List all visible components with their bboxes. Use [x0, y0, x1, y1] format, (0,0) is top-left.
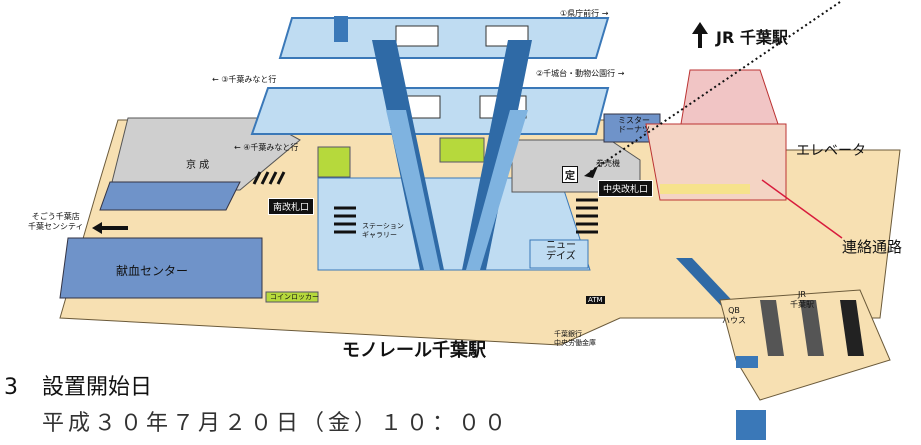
- blood-center-block: [59, 237, 263, 299]
- chiba-bank-label: 千葉銀行 中央労働金庫: [554, 330, 596, 347]
- south-gate-stripes: [334, 206, 356, 234]
- central-gate-label: 中央改札口: [598, 180, 654, 197]
- green-block-2: [439, 137, 485, 163]
- escalator-right: [462, 40, 532, 270]
- elevator-label: エレベータ: [796, 143, 866, 159]
- misuta-donut-label: ミスター ドーナツ: [618, 116, 650, 134]
- section-title: 設置開始日: [42, 375, 153, 400]
- connecting-passage-leader: [761, 179, 843, 239]
- up-arrow-icon: [692, 22, 708, 48]
- keisei-label: 京 成: [186, 160, 210, 171]
- sogo-label: そごう千葉店 千葉センシティ: [28, 212, 84, 231]
- platform-top: [278, 17, 610, 59]
- dotted-arrow: [589, 1, 841, 173]
- connecting-passage-label: 連絡通路: [842, 238, 903, 256]
- inner-floor: [317, 177, 591, 271]
- new-days-label: ニュー デイズ: [546, 240, 576, 262]
- blood-center-label: 献血センター: [116, 264, 189, 278]
- coin-locker-block: [265, 291, 319, 303]
- platform-1-label: ①県庁前行 →: [560, 9, 609, 18]
- platform-2-label: ②千城台・動物公園行 →: [536, 69, 625, 78]
- section-number: 3: [4, 375, 18, 400]
- ticket-machine-label: 券売機: [596, 159, 620, 168]
- central-gate-stripes: [576, 198, 598, 234]
- south-gate-label: 南改札口: [268, 198, 315, 215]
- teikiken-label: 定: [562, 166, 578, 183]
- atm-label: ATM: [586, 296, 605, 304]
- keisei-block-blue: [99, 181, 241, 211]
- keisei-gate-stripes: [252, 171, 286, 185]
- newdays-block: [529, 239, 589, 269]
- station-gallery-label: ステーション ギャラリー: [362, 222, 404, 239]
- section-heading: 3 設置開始日: [4, 369, 152, 401]
- platform-4-label: ← ④千葉みなと行: [234, 143, 299, 152]
- left-arrow-icon: [92, 222, 128, 234]
- jr-chiba-small-label: JR 千葉駅: [790, 290, 814, 309]
- section-date: 平成３０年７月２０日（金）１０：００: [42, 411, 511, 436]
- monorail-station-label: モノレール千葉駅: [342, 340, 486, 361]
- coin-locker-label: コインロッカー: [270, 293, 319, 301]
- platform-3-label: ← ③千葉みなと行: [212, 75, 277, 84]
- qb-house-label: QB ハウス: [722, 306, 746, 325]
- keisei-block: [109, 117, 301, 191]
- green-block-1: [317, 146, 351, 178]
- jr-chiba-label: JR 千葉駅: [716, 28, 788, 47]
- elevator-structure: [645, 123, 787, 201]
